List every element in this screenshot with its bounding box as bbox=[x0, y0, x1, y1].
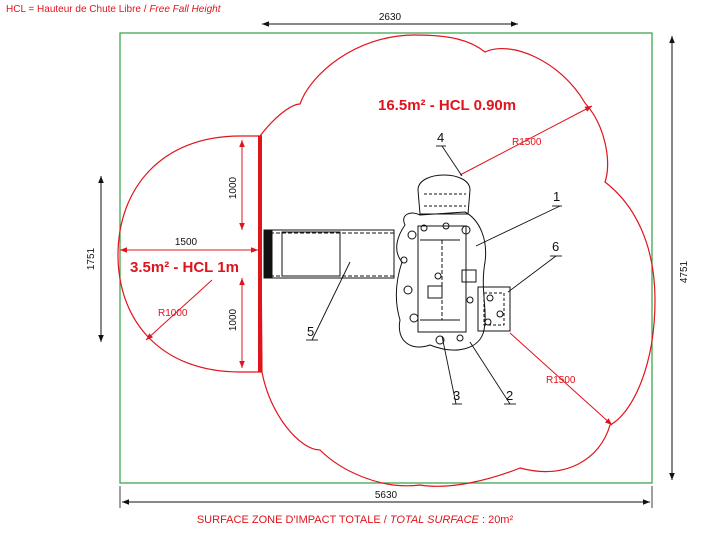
total-surface-prefix: SURFACE ZONE D'IMPACT TOTALE / bbox=[196, 514, 390, 526]
callout-1: 1 bbox=[553, 189, 560, 204]
dim-bottom-width: 5630 bbox=[375, 490, 398, 501]
callout-5: 5 bbox=[307, 324, 314, 339]
dim-upper-offset: 1000 bbox=[228, 176, 239, 199]
dim-right-height: 4751 bbox=[679, 260, 690, 283]
callout-2: 2 bbox=[506, 388, 513, 403]
side-panel bbox=[477, 286, 511, 332]
play-equipment bbox=[263, 174, 511, 351]
callout-4: 4 bbox=[437, 130, 444, 145]
bridge-deck bbox=[263, 229, 395, 279]
dim-top-width: 2630 bbox=[379, 12, 402, 23]
radius-slide: R1000 bbox=[158, 308, 188, 319]
callout-4-leader bbox=[441, 145, 463, 177]
radius-main-top: R1500 bbox=[512, 137, 542, 148]
bounding-box bbox=[119, 32, 653, 484]
slide-exit-wall bbox=[258, 136, 262, 372]
radius-main-top-leader bbox=[459, 105, 593, 176]
dim-left-height: 1751 bbox=[86, 247, 97, 270]
callout-3-leader bbox=[441, 335, 457, 405]
callout-6: 6 bbox=[552, 239, 559, 254]
dim-left-extension: 1500 bbox=[175, 237, 198, 248]
radius-main-bottom-leader bbox=[509, 332, 613, 426]
main-impact-zone-outline bbox=[259, 34, 656, 487]
callout-2-leader bbox=[469, 341, 511, 405]
callout-1-leader bbox=[475, 205, 561, 247]
slide-zone-label: 3.5m² - HCL 1m bbox=[130, 259, 239, 276]
tower-outline bbox=[395, 211, 487, 351]
radius-main-bottom: R1500 bbox=[546, 375, 576, 386]
legend-note-text: HCL = Hauteur de Chute Libre / bbox=[6, 4, 150, 15]
callout-6-leader bbox=[507, 255, 557, 293]
total-surface-value: : 20m² bbox=[478, 514, 514, 526]
legend-note-english: Free Fall Height bbox=[149, 4, 221, 15]
tower-roof bbox=[417, 174, 471, 215]
callout-5-leader bbox=[311, 261, 351, 341]
dim-lower-offset: 1000 bbox=[228, 308, 239, 331]
radius-slide-leader bbox=[145, 279, 213, 341]
callout-3: 3 bbox=[453, 388, 460, 403]
legend-note: HCL = Hauteur de Chute Libre / Free Fall… bbox=[6, 4, 220, 15]
slide-impact-zone-outline bbox=[117, 135, 262, 373]
total-surface-caption: SURFACE ZONE D'IMPACT TOTALE / TOTAL SUR… bbox=[0, 514, 710, 526]
total-surface-english: TOTAL SURFACE bbox=[389, 514, 479, 526]
main-zone-label: 16.5m² - HCL 0.90m bbox=[378, 97, 516, 114]
bridge-inner bbox=[281, 231, 341, 277]
